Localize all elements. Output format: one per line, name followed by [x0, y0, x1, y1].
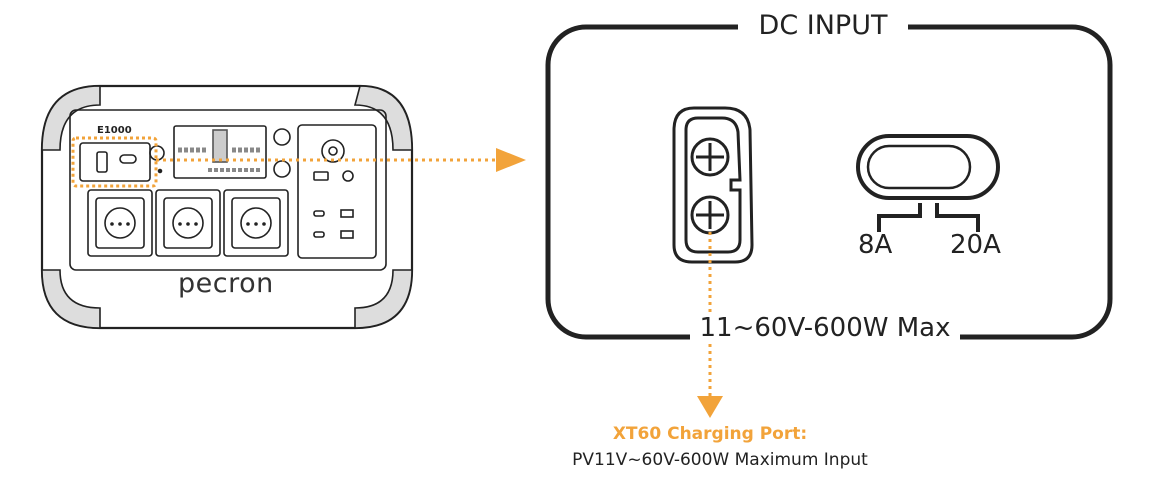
brand-logo: pecron	[178, 268, 274, 299]
port-description-label: PV11V~60V-600W Maximum Input	[572, 450, 868, 470]
switch-label-20a: 20A	[950, 230, 1001, 260]
switch-bracket	[877, 203, 980, 232]
pointer-arrow-head-icon	[496, 148, 526, 172]
dc-input-highlight	[71, 136, 158, 188]
switch-label-8a: 8A	[858, 230, 893, 260]
dc-input-panel-frame	[545, 24, 1113, 340]
callout-arrow-head-icon	[697, 396, 723, 418]
xt60-connector-icon	[672, 106, 754, 264]
port-name-label: XT60 Charging Port:	[612, 424, 808, 444]
dc-input-title: DC INPUT	[738, 10, 908, 41]
device-model-label: E1000	[97, 125, 132, 136]
power-spec-label: 11~60V-600W Max	[690, 313, 960, 343]
outlet-pins	[110, 222, 266, 226]
amperage-switch-icon	[856, 134, 1000, 200]
power-station-device	[40, 84, 414, 330]
